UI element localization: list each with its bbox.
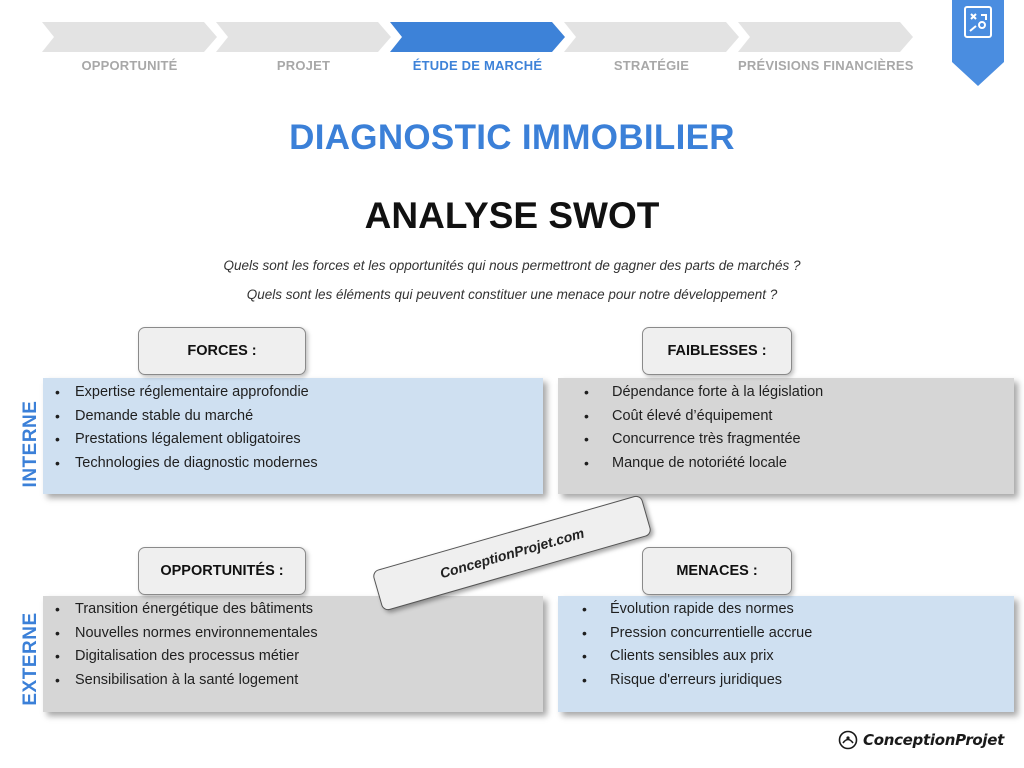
swot-menaces-box: Évolution rapide des normes Pression con…	[558, 596, 1014, 712]
list-item: Digitalisation des processus métier	[43, 645, 543, 669]
bookmark-ribbon[interactable]	[952, 0, 1004, 86]
list-item: Risque d'erreurs juridiques	[558, 669, 1014, 693]
list-item: Demande stable du marché	[43, 405, 543, 429]
list-item: Sensibilisation à la santé logement	[43, 669, 543, 693]
list-item: Évolution rapide des normes	[558, 598, 1014, 622]
question-1: Quels sont les forces et les opportunité…	[223, 258, 801, 273]
chef-hat-logo-icon	[838, 730, 858, 750]
side-label-externe: EXTERNE	[20, 612, 41, 706]
step-chevron-etude-de-marche[interactable]	[390, 22, 565, 52]
forces-label: FORCES :	[138, 327, 306, 375]
faiblesses-label: FAIBLESSES :	[642, 327, 792, 375]
progress-steps: OPPORTUNITÉ PROJET ÉTUDE DE MARCHÉ STRAT…	[0, 0, 1024, 86]
list-item: Technologies de diagnostic modernes	[43, 452, 543, 476]
list-item: Clients sensibles aux prix	[558, 645, 1014, 669]
step-chevron-opportunite[interactable]	[42, 22, 217, 52]
list-item: Coût élevé d’équipement	[558, 405, 1014, 429]
step-label-previsions-financieres[interactable]: PRÉVISIONS FINANCIÈRES	[738, 58, 914, 73]
list-item: Manque de notoriété locale	[558, 452, 1014, 476]
swot-faiblesses-box: Dépendance forte à la législation Coût é…	[558, 378, 1014, 494]
swot-forces-box: Expertise réglementaire approfondie Dema…	[43, 378, 543, 494]
list-item: Dépendance forte à la législation	[558, 381, 1014, 405]
strategy-board-icon	[964, 6, 992, 38]
step-label-etude-de-marche[interactable]: ÉTUDE DE MARCHÉ	[412, 58, 543, 73]
page-title: DIAGNOSTIC IMMOBILIER	[289, 118, 735, 157]
step-label-opportunite[interactable]: OPPORTUNITÉ	[81, 58, 178, 73]
watermark-badge: ConceptionProjet.com	[371, 494, 653, 612]
step-label-projet[interactable]: PROJET	[276, 58, 331, 73]
opportunites-label: OPPORTUNITÉS :	[138, 547, 306, 595]
section-subtitle: ANALYSE SWOT	[364, 195, 660, 236]
brand-name: ConceptionProjet	[863, 731, 1005, 749]
side-label-interne: INTERNE	[20, 400, 41, 488]
question-2: Quels sont les éléments qui peuvent cons…	[246, 287, 778, 302]
swot-opportunites-box: Transition énergétique des bâtiments Nou…	[43, 596, 543, 712]
list-item: Prestations légalement obligatoires	[43, 428, 543, 452]
list-item: Concurrence très fragmentée	[558, 428, 1014, 452]
list-item: Pression concurrentielle accrue	[558, 622, 1014, 646]
list-item: Expertise réglementaire approfondie	[43, 381, 543, 405]
step-label-strategie[interactable]: STRATÉGIE	[613, 58, 690, 73]
step-chevron-strategie[interactable]	[564, 22, 739, 52]
menaces-label: MENACES :	[642, 547, 792, 595]
brand-logo[interactable]: ConceptionProjet	[838, 728, 1004, 752]
list-item: Transition énergétique des bâtiments	[43, 598, 543, 622]
list-item: Nouvelles normes environnementales	[43, 622, 543, 646]
step-chevron-projet[interactable]	[216, 22, 391, 52]
step-chevron-previsions-financieres[interactable]	[738, 22, 913, 52]
